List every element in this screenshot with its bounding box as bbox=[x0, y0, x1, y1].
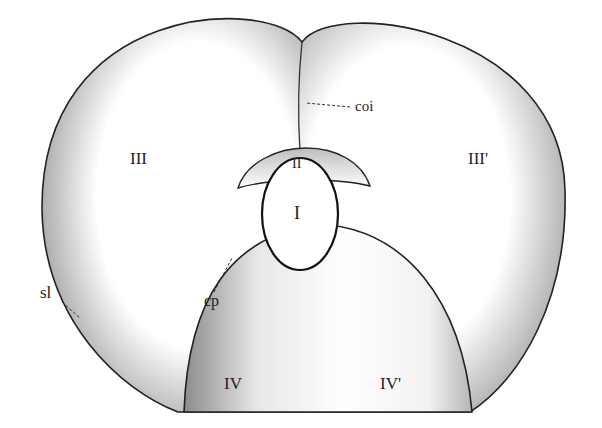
outline bbox=[42, 19, 565, 412]
leader-line bbox=[62, 302, 80, 318]
leader-line bbox=[306, 103, 350, 107]
part-label: IV bbox=[224, 375, 242, 392]
part-label: cp bbox=[204, 293, 219, 309]
part-label: IV' bbox=[380, 375, 401, 392]
part-label: III' bbox=[468, 150, 488, 167]
leader-line bbox=[214, 258, 232, 292]
oval-cell bbox=[262, 158, 338, 270]
furrow bbox=[299, 42, 302, 152]
part-label: III bbox=[130, 150, 147, 167]
part-label: coi bbox=[355, 99, 373, 114]
part-label: sl bbox=[40, 284, 51, 301]
part-label: II bbox=[292, 157, 301, 171]
part-label: I bbox=[294, 204, 300, 222]
